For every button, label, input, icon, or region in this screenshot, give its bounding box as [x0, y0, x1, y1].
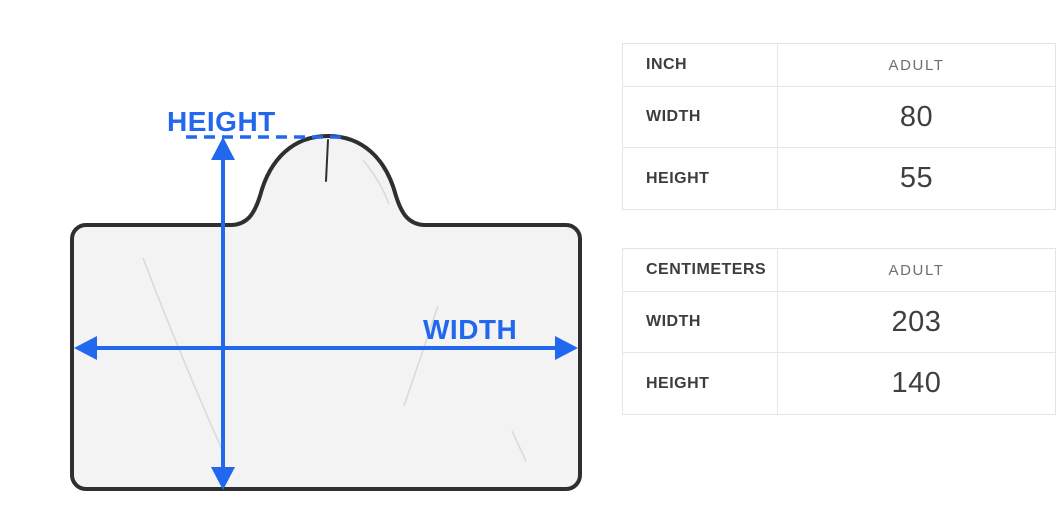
- size-table-centimeters: CENTIMETERS ADULT WIDTH 203 HEIGHT 140: [622, 248, 1056, 415]
- row-label: HEIGHT: [646, 169, 710, 187]
- row-label: WIDTH: [646, 108, 701, 125]
- table-row-label-cell: HEIGHT: [623, 148, 778, 209]
- table-row-value-cell: 203: [778, 292, 1055, 353]
- width-arrowhead-left: [74, 336, 97, 360]
- size-column-label: ADULT: [888, 56, 945, 74]
- unit-label: CENTIMETERS: [646, 261, 767, 278]
- width-label: WIDTH: [423, 314, 517, 345]
- row-value: 55: [899, 162, 934, 194]
- unit-label: INCH: [646, 56, 688, 73]
- blanket-size-diagram: HEIGHT WIDTH: [70, 106, 582, 491]
- unit-header-cell: INCH: [623, 44, 778, 87]
- width-arrowhead-right: [555, 336, 578, 360]
- fabric-crease: [511, 430, 527, 462]
- row-label: HEIGHT: [646, 374, 710, 392]
- row-value: 203: [891, 305, 942, 338]
- row-label: WIDTH: [646, 313, 701, 330]
- height-arrowhead-down: [211, 467, 235, 490]
- unit-header-cell: CENTIMETERS: [623, 249, 778, 292]
- fabric-crease: [362, 159, 390, 205]
- size-column-header-cell: ADULT: [778, 249, 1055, 292]
- table-row-value-cell: 140: [778, 353, 1055, 414]
- table-row-label-cell: WIDTH: [623, 292, 778, 353]
- row-value: 140: [891, 367, 942, 399]
- size-tables: INCH ADULT WIDTH 80 HEIGHT 55 CENTIMETER…: [622, 43, 1056, 415]
- size-column-label: ADULT: [888, 261, 945, 279]
- height-label: HEIGHT: [167, 106, 276, 137]
- fabric-crease: [142, 257, 224, 453]
- hood-crease: [325, 139, 329, 182]
- table-row-label-cell: WIDTH: [623, 87, 778, 148]
- blanket-diagram-svg: HEIGHT WIDTH: [70, 106, 582, 491]
- row-value: 80: [899, 100, 934, 133]
- table-row-value-cell: 80: [778, 87, 1055, 148]
- table-row-label-cell: HEIGHT: [623, 353, 778, 414]
- height-arrowhead-up: [211, 137, 235, 160]
- blanket-outline: [70, 134, 582, 491]
- size-table-inch: INCH ADULT WIDTH 80 HEIGHT 55: [622, 43, 1056, 210]
- fabric-crease: [403, 305, 439, 407]
- size-column-header-cell: ADULT: [778, 44, 1055, 87]
- table-row-value-cell: 55: [778, 148, 1055, 209]
